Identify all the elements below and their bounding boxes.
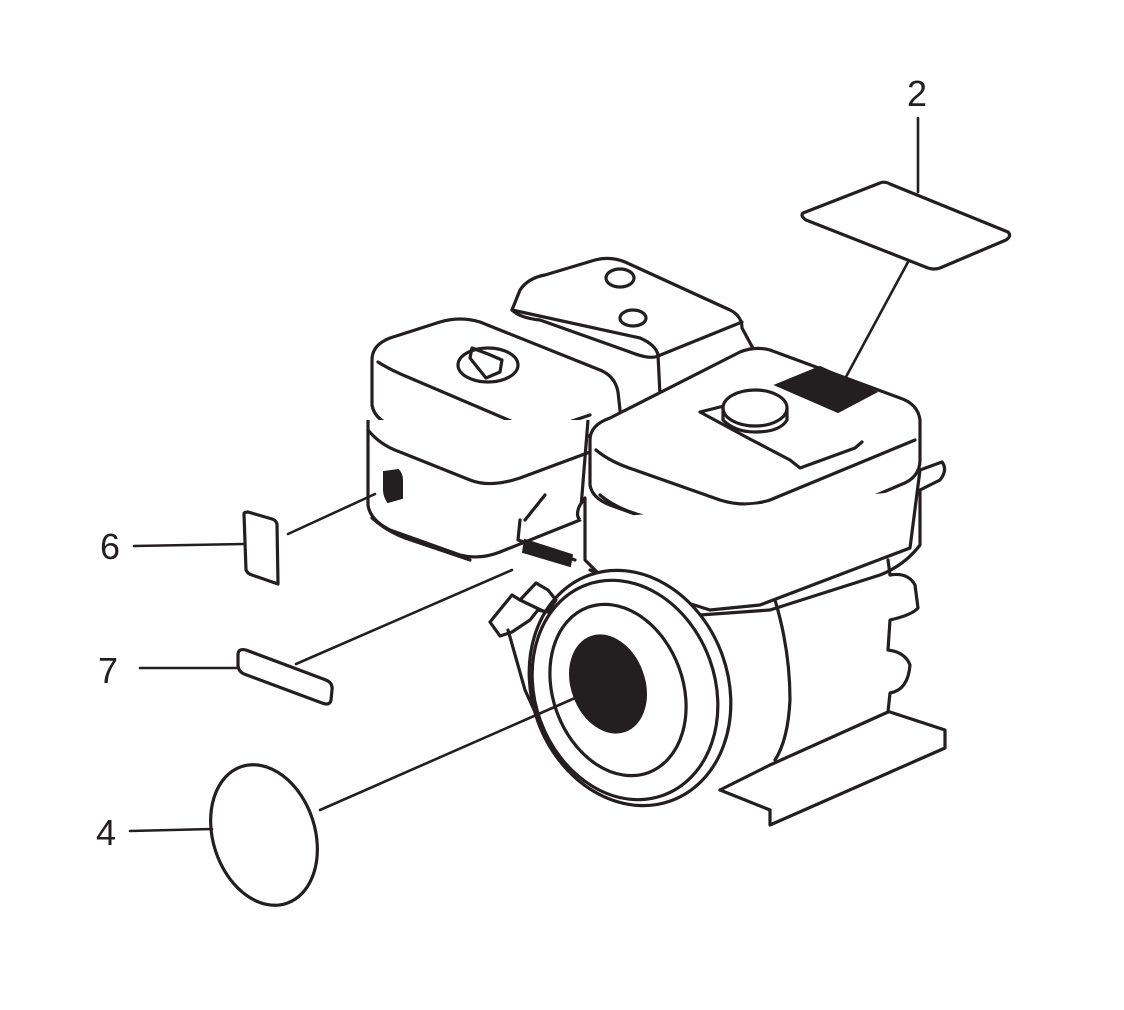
part-4-emblem — [128, 696, 577, 907]
part-2-decal — [800, 116, 1012, 390]
part-6-decal — [132, 492, 377, 586]
part-7-label — [138, 568, 514, 706]
callout-6-label: 6 — [100, 526, 121, 567]
callout-2-label: 2 — [907, 73, 928, 114]
engine-illustration — [366, 256, 947, 827]
callout-7-label: 7 — [98, 650, 119, 691]
callout-4-label: 4 — [96, 812, 117, 853]
